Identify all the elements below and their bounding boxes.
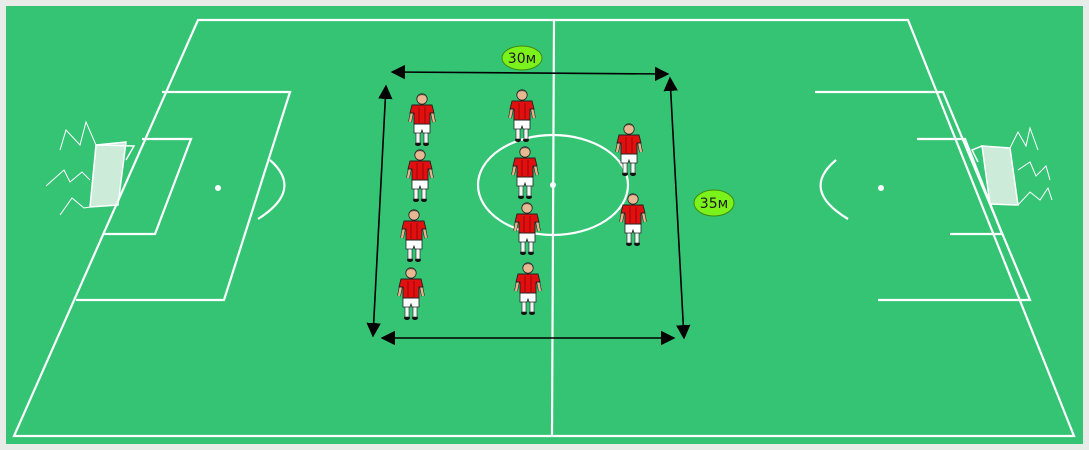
length-badge: 35м — [694, 190, 734, 216]
right-penalty-spot — [878, 185, 884, 191]
left-penalty-spot — [215, 185, 221, 191]
length-label: 35м — [700, 196, 728, 212]
width-badge: 30м — [502, 46, 542, 70]
grass-field — [6, 6, 1083, 444]
width-label: 30м — [508, 51, 536, 67]
center-spot — [550, 182, 556, 188]
